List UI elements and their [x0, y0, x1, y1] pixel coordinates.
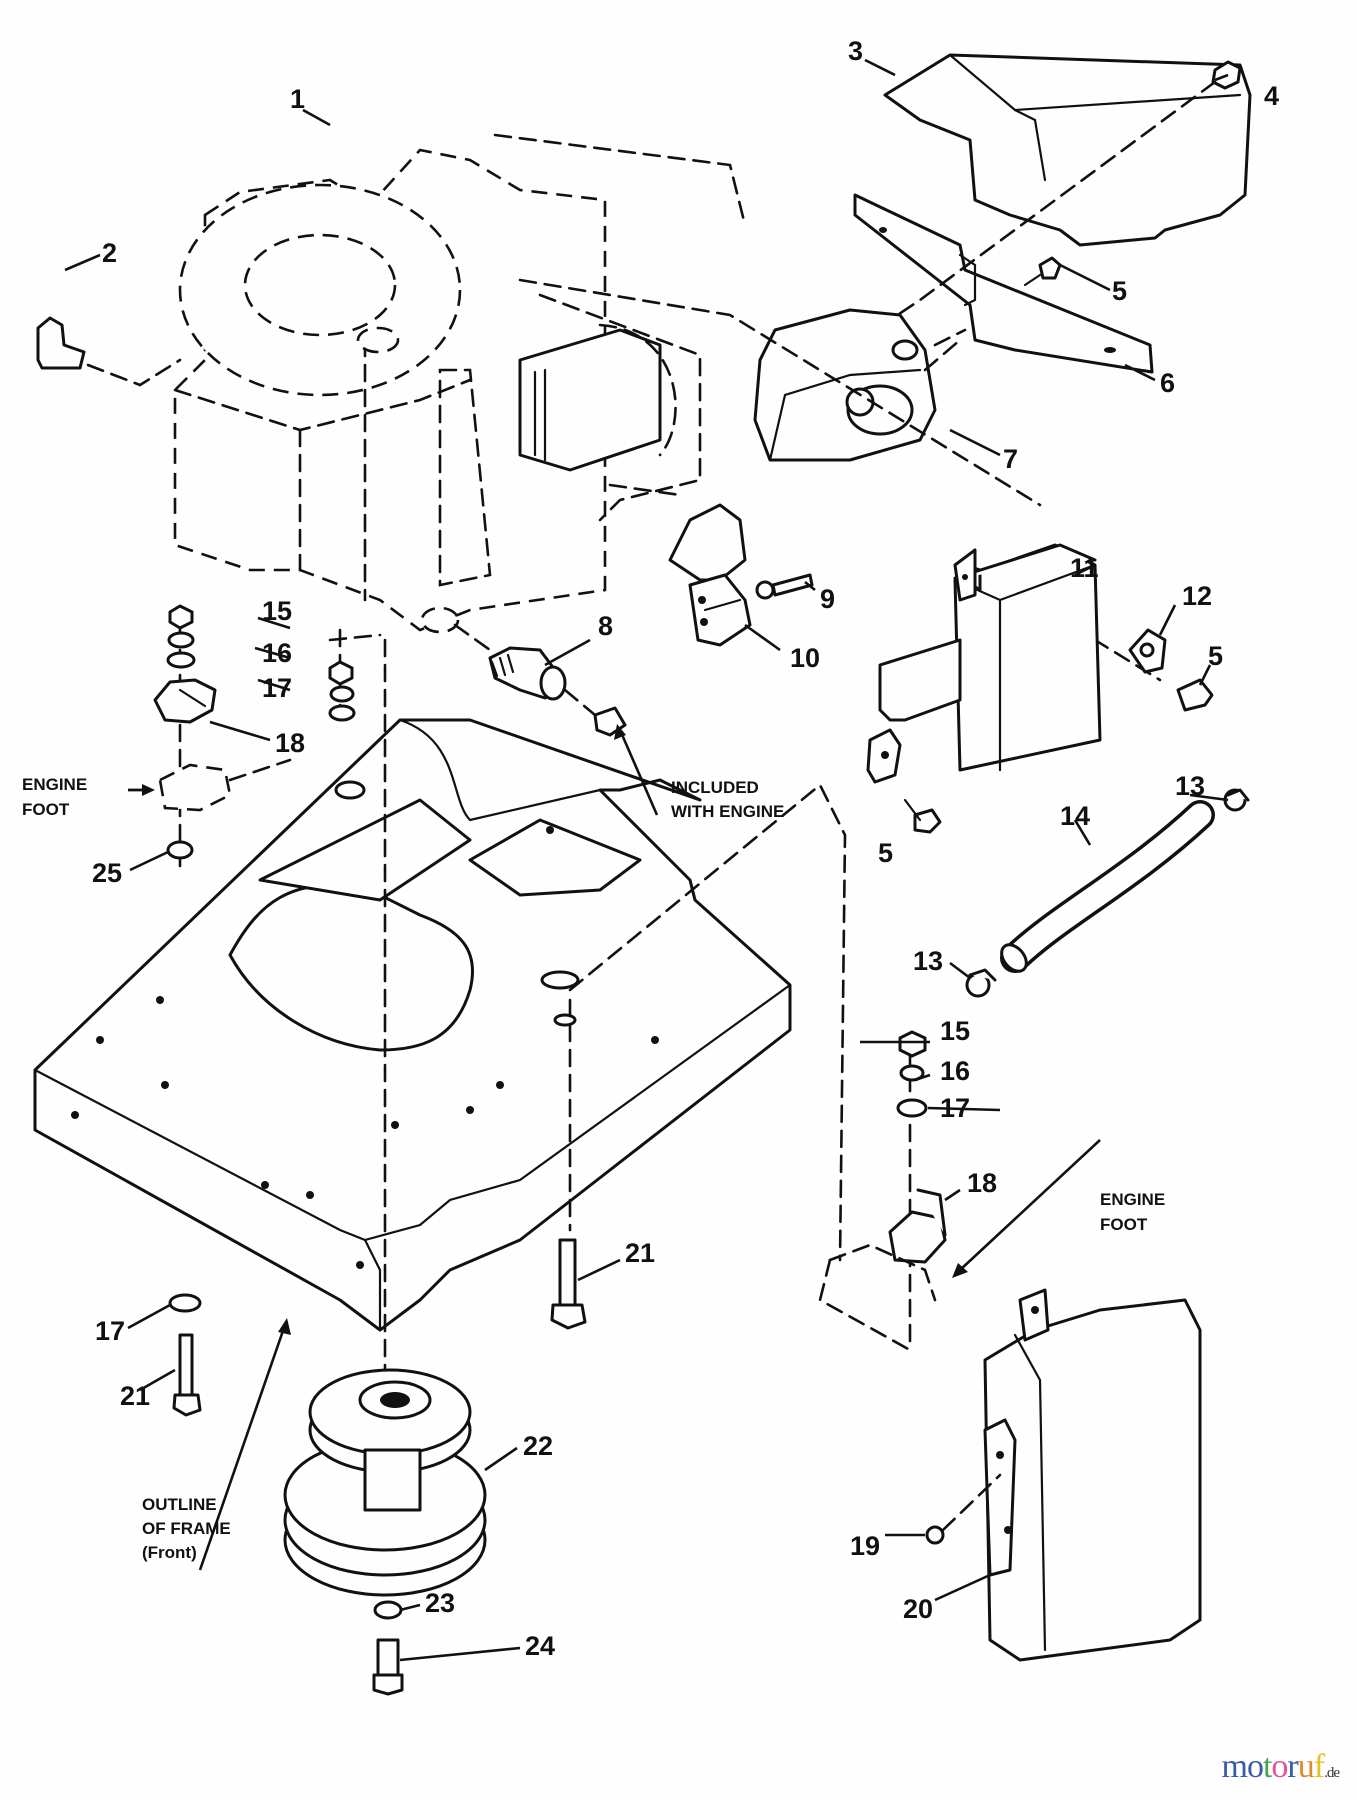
outline-note: OUTLINE	[142, 1495, 217, 1514]
left-mount-stack	[153, 604, 292, 872]
part-2-clip	[36, 316, 182, 387]
part-22-pulley	[283, 1368, 487, 1597]
part-number: 21	[120, 1381, 150, 1411]
part-number: 25	[92, 858, 122, 888]
part-number: 17	[940, 1093, 970, 1123]
leader-lines	[64, 58, 1229, 1662]
outline-note: (Front)	[142, 1543, 197, 1562]
included-note: INCLUDED	[671, 778, 759, 797]
part-6-bracket	[853, 193, 1154, 374]
part-number: 18	[275, 728, 305, 758]
part-number: 13	[1175, 771, 1205, 801]
part-number: 14	[1060, 801, 1090, 831]
watermark-letter: t	[1262, 1748, 1273, 1785]
engine-foot-label-right: FOOT	[1100, 1215, 1148, 1234]
engine-foot-label-left: ENGINE	[22, 775, 87, 794]
part-number: 11	[1070, 553, 1099, 583]
part-number: 9	[820, 584, 835, 614]
watermark-letter: o	[1246, 1748, 1264, 1785]
part-number: 8	[598, 611, 613, 641]
annotations: ENGINE FOOT ENGINE FOOT INCLUDED WITH EN…	[22, 775, 1165, 1562]
part-5-bolt-bottom	[903, 798, 942, 834]
part-20-cover	[983, 1288, 1202, 1662]
watermark-logo: motoruf.de	[1221, 1748, 1340, 1786]
part-23-washer	[373, 1600, 403, 1620]
right-mount-stack	[818, 1030, 947, 1352]
part-number: 6	[1160, 368, 1175, 398]
centerline	[608, 483, 682, 497]
part-number: 23	[425, 1588, 455, 1618]
centerline	[568, 782, 847, 1262]
part-number: 10	[790, 643, 820, 673]
part-number: 20	[903, 1594, 933, 1624]
part-number: 16	[262, 638, 292, 668]
part-number: 5	[1112, 276, 1127, 306]
part-14-hose	[1000, 800, 1215, 973]
part-number: 2	[102, 238, 117, 268]
part-3-shield	[883, 53, 1252, 247]
watermark-tld: .de	[1324, 1765, 1340, 1781]
part-number: 24	[525, 1631, 555, 1661]
included-note: WITH ENGINE	[671, 802, 784, 821]
watermark-letter: u	[1297, 1748, 1315, 1785]
watermark-letter: o	[1271, 1748, 1288, 1785]
part-number: 4	[1264, 81, 1279, 111]
part-21-bolt-left	[172, 1333, 202, 1417]
part-number: 18	[967, 1168, 997, 1198]
part-number: 17	[262, 673, 292, 703]
air-filter-housing	[518, 323, 677, 472]
part-number: 3	[848, 36, 863, 66]
part-11-box	[866, 543, 1102, 784]
middle-mount-stack	[328, 628, 356, 722]
engine-foot-label-left: FOOT	[22, 800, 70, 819]
part-number: 15	[262, 596, 292, 626]
part-number: 19	[850, 1531, 880, 1561]
frame	[33, 718, 792, 1332]
engine-outline	[173, 133, 747, 642]
engine-foot-label-right: ENGINE	[1100, 1190, 1165, 1209]
part-9-screw	[755, 573, 814, 600]
part-8-fitting	[453, 623, 627, 737]
part-number: 15	[940, 1016, 970, 1046]
part-13-clamp-bottom	[965, 968, 997, 998]
part-number: 13	[913, 946, 943, 976]
part-5-bolt-top	[1023, 256, 1062, 287]
part-17-washer-left	[168, 1293, 202, 1313]
part-number: 5	[878, 838, 893, 868]
centerline	[538, 293, 702, 522]
part-5-bolt-right	[1176, 678, 1214, 712]
watermark-letter: f	[1313, 1748, 1325, 1785]
part-21-bolt-center	[550, 1238, 587, 1330]
part-13-clamp-top	[1223, 788, 1250, 812]
part-number-labels: 1 2 3 4 5 5 5 6 7 8 9 10 11 12 13 13 14 …	[92, 36, 1279, 1661]
part-19-screw	[925, 1473, 1002, 1545]
part-12-clip	[1128, 628, 1167, 674]
part-24-bolt	[372, 1638, 404, 1696]
part-number: 12	[1182, 581, 1212, 611]
part-number: 5	[1208, 641, 1223, 671]
part-number: 7	[1003, 444, 1018, 474]
part-number: 21	[625, 1238, 655, 1268]
part-number: 22	[523, 1431, 553, 1461]
part-number: 1	[290, 84, 305, 114]
watermark-letter: m	[1221, 1748, 1248, 1785]
outline-note: OF FRAME	[142, 1519, 231, 1538]
part-7-muffler	[753, 308, 967, 462]
part-10-mount	[668, 503, 752, 647]
watermark-letter: r	[1287, 1748, 1298, 1785]
part-number: 16	[940, 1056, 970, 1086]
part-number: 17	[95, 1316, 125, 1346]
centerline	[518, 278, 1042, 507]
